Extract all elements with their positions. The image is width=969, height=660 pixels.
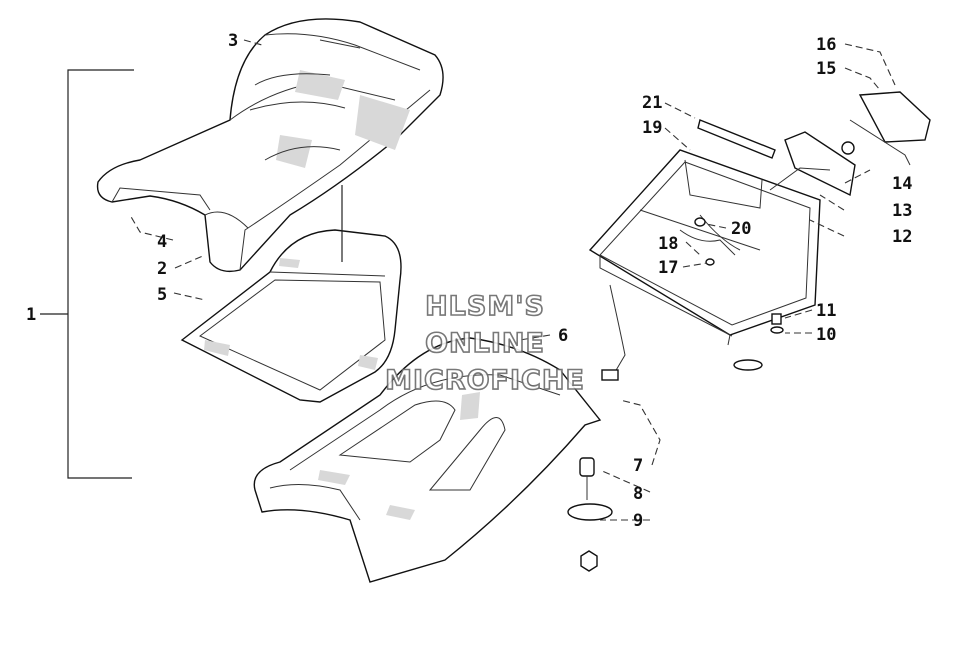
rear-rack xyxy=(588,149,821,381)
seat-base xyxy=(180,229,402,403)
hardware xyxy=(567,119,784,572)
callout-13: 13 xyxy=(892,201,912,221)
callout-14: 14 xyxy=(892,174,912,194)
callout-8: 8 xyxy=(633,484,643,504)
callout-12: 12 xyxy=(892,227,912,247)
callout-1: 1 xyxy=(26,305,36,325)
callout-5: 5 xyxy=(157,285,167,305)
seat-assembly xyxy=(96,18,444,273)
watermark-line-1: HLSM'S xyxy=(424,290,545,323)
watermark-line-2: ONLINE xyxy=(424,327,545,360)
callout-9: 9 xyxy=(633,511,643,531)
callout-15: 15 xyxy=(816,59,836,79)
callout-17: 17 xyxy=(658,258,678,278)
leader-lines xyxy=(129,39,896,521)
taillight-assembly xyxy=(769,91,931,197)
watermark: HLSM'S ONLINE MICROFICHE xyxy=(380,288,590,399)
watermark-line-3: MICROFICHE xyxy=(384,364,585,397)
callout-2: 2 xyxy=(157,259,167,279)
callout-16: 16 xyxy=(816,35,836,55)
callout-11: 11 xyxy=(816,301,836,321)
callout-18: 18 xyxy=(658,234,678,254)
callout-21: 21 xyxy=(642,93,662,113)
rear-body-panel xyxy=(253,337,602,583)
callout-3: 3 xyxy=(228,31,238,51)
callout-10: 10 xyxy=(816,325,836,345)
callout-19: 19 xyxy=(642,118,662,138)
assembly-bracket xyxy=(40,69,134,479)
callout-4: 4 xyxy=(157,232,167,252)
callout-20: 20 xyxy=(731,219,751,239)
callout-labels: 1 2 3 4 5 6 7 8 9 10 11 12 13 14 15 16 1… xyxy=(26,31,912,531)
callout-6: 6 xyxy=(558,326,568,346)
callout-7: 7 xyxy=(633,456,643,476)
